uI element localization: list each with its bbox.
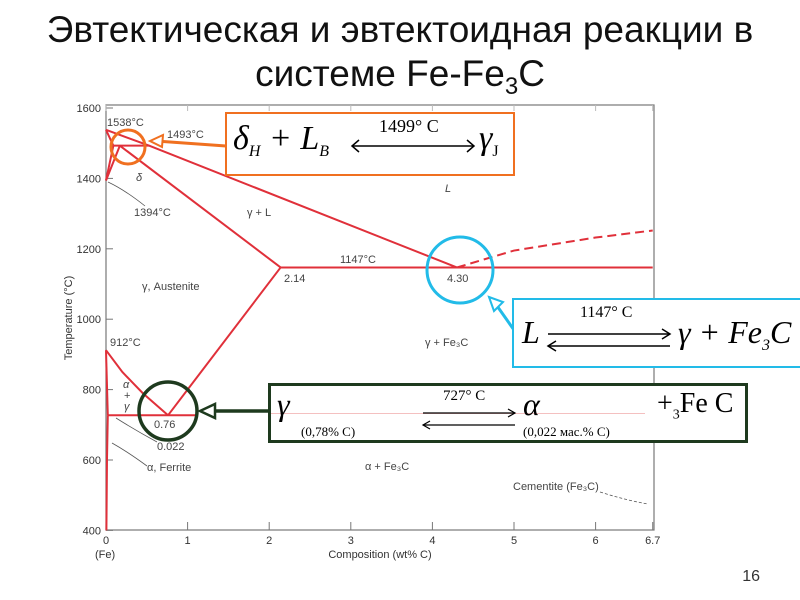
eutectoid-arrowhead-icon <box>197 402 217 420</box>
title-subscript: 3 <box>504 73 519 100</box>
label-1147: 1147°C <box>340 254 376 266</box>
reaction-plus: + L <box>260 120 320 157</box>
label-912: 912°C <box>110 337 141 349</box>
page-number: 16 <box>742 568 760 585</box>
label-delta: δ <box>136 172 143 184</box>
label-alpha-fe3c: α + Fe₃C <box>365 461 409 473</box>
label-1493: 1493°C <box>167 129 204 141</box>
reaction-left-group: δH + LB <box>233 120 330 161</box>
pointer-cementite <box>599 491 649 505</box>
peritectic-arrow <box>155 139 227 148</box>
reaction-right: γ <box>479 120 493 157</box>
label-ferrite: α, Ferrite <box>147 462 191 474</box>
reaction-temp: 727° C <box>443 388 486 404</box>
reaction-mid-comp: (0,022 мас.% C) <box>523 424 610 439</box>
reaction-left: δ <box>233 120 249 157</box>
peritectic-circle <box>109 128 147 166</box>
double-arrow-icon <box>350 139 476 153</box>
title-text: системе Fe-Fe <box>255 53 505 94</box>
pointer-ferrite <box>111 442 148 467</box>
a3-line <box>105 349 169 417</box>
label-0.022: 0.022 <box>157 441 185 453</box>
x-axis-label: Composition (wt% C) <box>328 549 431 561</box>
reaction-right-sub: J <box>492 143 499 161</box>
label-1538: 1538°C <box>107 117 144 129</box>
x-tick-label: 1 <box>185 535 191 547</box>
gamma-delta-line <box>105 145 121 181</box>
reaction-temp: 1147° C <box>580 304 633 321</box>
label-gamma-fe3c: γ + Fe₃C <box>425 337 468 349</box>
reaction-right: γ + Fe <box>678 314 762 350</box>
x-tick-label: 3 <box>348 535 354 547</box>
reaction-right-end: C <box>769 314 792 350</box>
y-tick-label: 600 <box>83 455 101 467</box>
reaction-right: + <box>657 388 673 419</box>
reaction-right-sub: 3 <box>761 337 770 355</box>
label-L: L <box>445 183 451 195</box>
reaction-right-group: γ + Fe3C <box>678 314 792 354</box>
equilibrium-arrows-icon <box>421 408 517 430</box>
x-sub-label: (Fe) <box>95 549 115 561</box>
reaction-right-end: Fe C <box>679 388 734 419</box>
label-2.14: 2.14 <box>284 273 305 285</box>
title-end: C <box>518 53 545 94</box>
alpha-solvus-line <box>105 415 109 531</box>
y-tick-label: 1000 <box>77 314 101 326</box>
eutectic-circle <box>425 235 495 305</box>
pointer-1394 <box>107 181 146 207</box>
x-tick-label: 2 <box>266 535 272 547</box>
reaction-right-group: +3Fe C <box>657 388 734 423</box>
y-tick-label: 1600 <box>77 103 101 115</box>
label-alpha: α <box>123 379 130 391</box>
reaction-left-comp: (0,78% C) <box>301 424 356 439</box>
eutectoid-reaction-box: γ (0,78% C) 727° C α (0,022 мас.% C) +3F… <box>268 383 748 443</box>
x-tick-label: 6.7 <box>645 535 660 547</box>
peritectic-arrowhead-icon <box>147 133 165 149</box>
pointer-0.022 <box>115 417 158 443</box>
gamma-solidus-line <box>119 144 282 269</box>
eutectic-reaction-box: L 1147° C γ + Fe3C <box>512 298 800 368</box>
x-tick-label: 5 <box>511 535 517 547</box>
label-1394: 1394°C <box>134 207 171 219</box>
reaction-right-group: γJ <box>479 120 499 161</box>
x-tick-label: 0 <box>103 535 109 547</box>
alpha-gamma-line <box>105 350 109 416</box>
peritectic-reaction-box: δH + LB 1499° C γJ <box>225 112 515 176</box>
label-plus: + <box>124 390 130 402</box>
eutectoid-circle <box>137 380 199 442</box>
label-4.30: 4.30 <box>447 273 468 285</box>
cementite-liquidus-line <box>456 229 653 269</box>
label-gamma-L: γ + L <box>247 207 271 219</box>
label-0.76: 0.76 <box>154 419 175 431</box>
y-axis-label: Temperature (°C) <box>63 276 75 360</box>
slide-title-line1: Эвтектическая и эвтектоидная реакции в <box>46 9 754 50</box>
reaction-mid: α <box>523 386 540 422</box>
reaction-left-sub: H <box>248 143 261 161</box>
x-tick-label: 4 <box>429 535 435 547</box>
y-tick-label: 800 <box>83 385 101 397</box>
label-cementite: Cementite (Fe₃C) <box>513 481 599 493</box>
y-tick-label: 1200 <box>77 244 101 256</box>
label-austenite: γ, Austenite <box>142 281 199 293</box>
reaction-left: γ <box>277 386 290 422</box>
slide-title-line2: системе Fe-Fe3C <box>0 52 800 99</box>
reaction-right-sub: 3 <box>672 407 680 423</box>
reaction-temp: 1499° C <box>379 116 439 136</box>
label-gamma: γ <box>124 401 131 413</box>
reaction-left: L <box>522 314 540 350</box>
eutectic-arrowhead-icon <box>487 295 505 313</box>
y-tick-label: 400 <box>83 525 101 537</box>
equilibrium-arrows-icon <box>546 328 672 352</box>
y-tick-label: 1400 <box>77 173 101 185</box>
reaction-plus-sub: B <box>319 143 330 161</box>
x-tick-label: 6 <box>593 535 599 547</box>
